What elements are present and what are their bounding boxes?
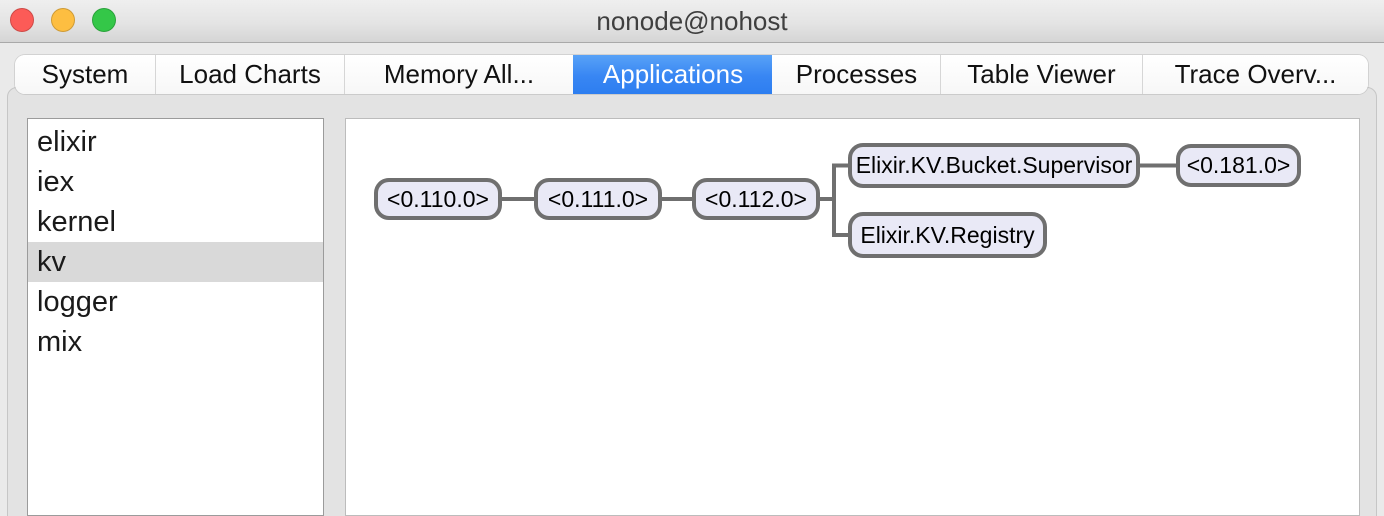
list-item-mix[interactable]: mix [37,326,83,358]
tree-node-bucket-supervisor[interactable]: Elixir.KV.Bucket.Supervisor [848,143,1140,188]
tab-trace-overview[interactable]: Trace Overv... [1142,55,1368,94]
zoom-button[interactable] [92,8,116,32]
window-controls [10,8,116,32]
tab-table-viewer[interactable]: Table Viewer [940,55,1142,94]
supervision-tree-panel: <0.110.0> <0.111.0> <0.112.0> Elixir.KV.… [345,118,1360,516]
tree-node-p110[interactable]: <0.110.0> [374,178,502,220]
tree-node-registry[interactable]: Elixir.KV.Registry [848,212,1047,258]
tab-applications[interactable]: Applications [573,55,772,94]
tab-bar: System Load Charts Memory All... Applica… [15,55,1368,94]
tree-node-p111[interactable]: <0.111.0> [534,178,662,220]
tab-load-charts[interactable]: Load Charts [155,55,344,94]
tab-processes[interactable]: Processes [772,55,940,94]
list-item-logger[interactable]: logger [37,286,118,318]
tree-connector-lines [502,163,1176,237]
minimize-button[interactable] [51,8,75,32]
list-item-iex[interactable]: iex [37,166,75,198]
tree-node-p112[interactable]: <0.112.0> [692,178,820,220]
close-button[interactable] [10,8,34,32]
edge-bracket-children [832,163,848,237]
window-title: nonode@nohost [596,6,788,36]
tab-system[interactable]: System [15,55,155,94]
list-item-kv[interactable]: kv [28,242,323,282]
list-item-kernel[interactable]: kernel [37,206,116,238]
list-item-elixir[interactable]: elixir [37,126,97,158]
tab-memory-allocators[interactable]: Memory All... [344,55,573,94]
application-list: elixir iex kernel kv logger mix [27,118,324,516]
tree-node-p181[interactable]: <0.181.0> [1176,144,1301,187]
title-bar: nonode@nohost [0,0,1384,43]
